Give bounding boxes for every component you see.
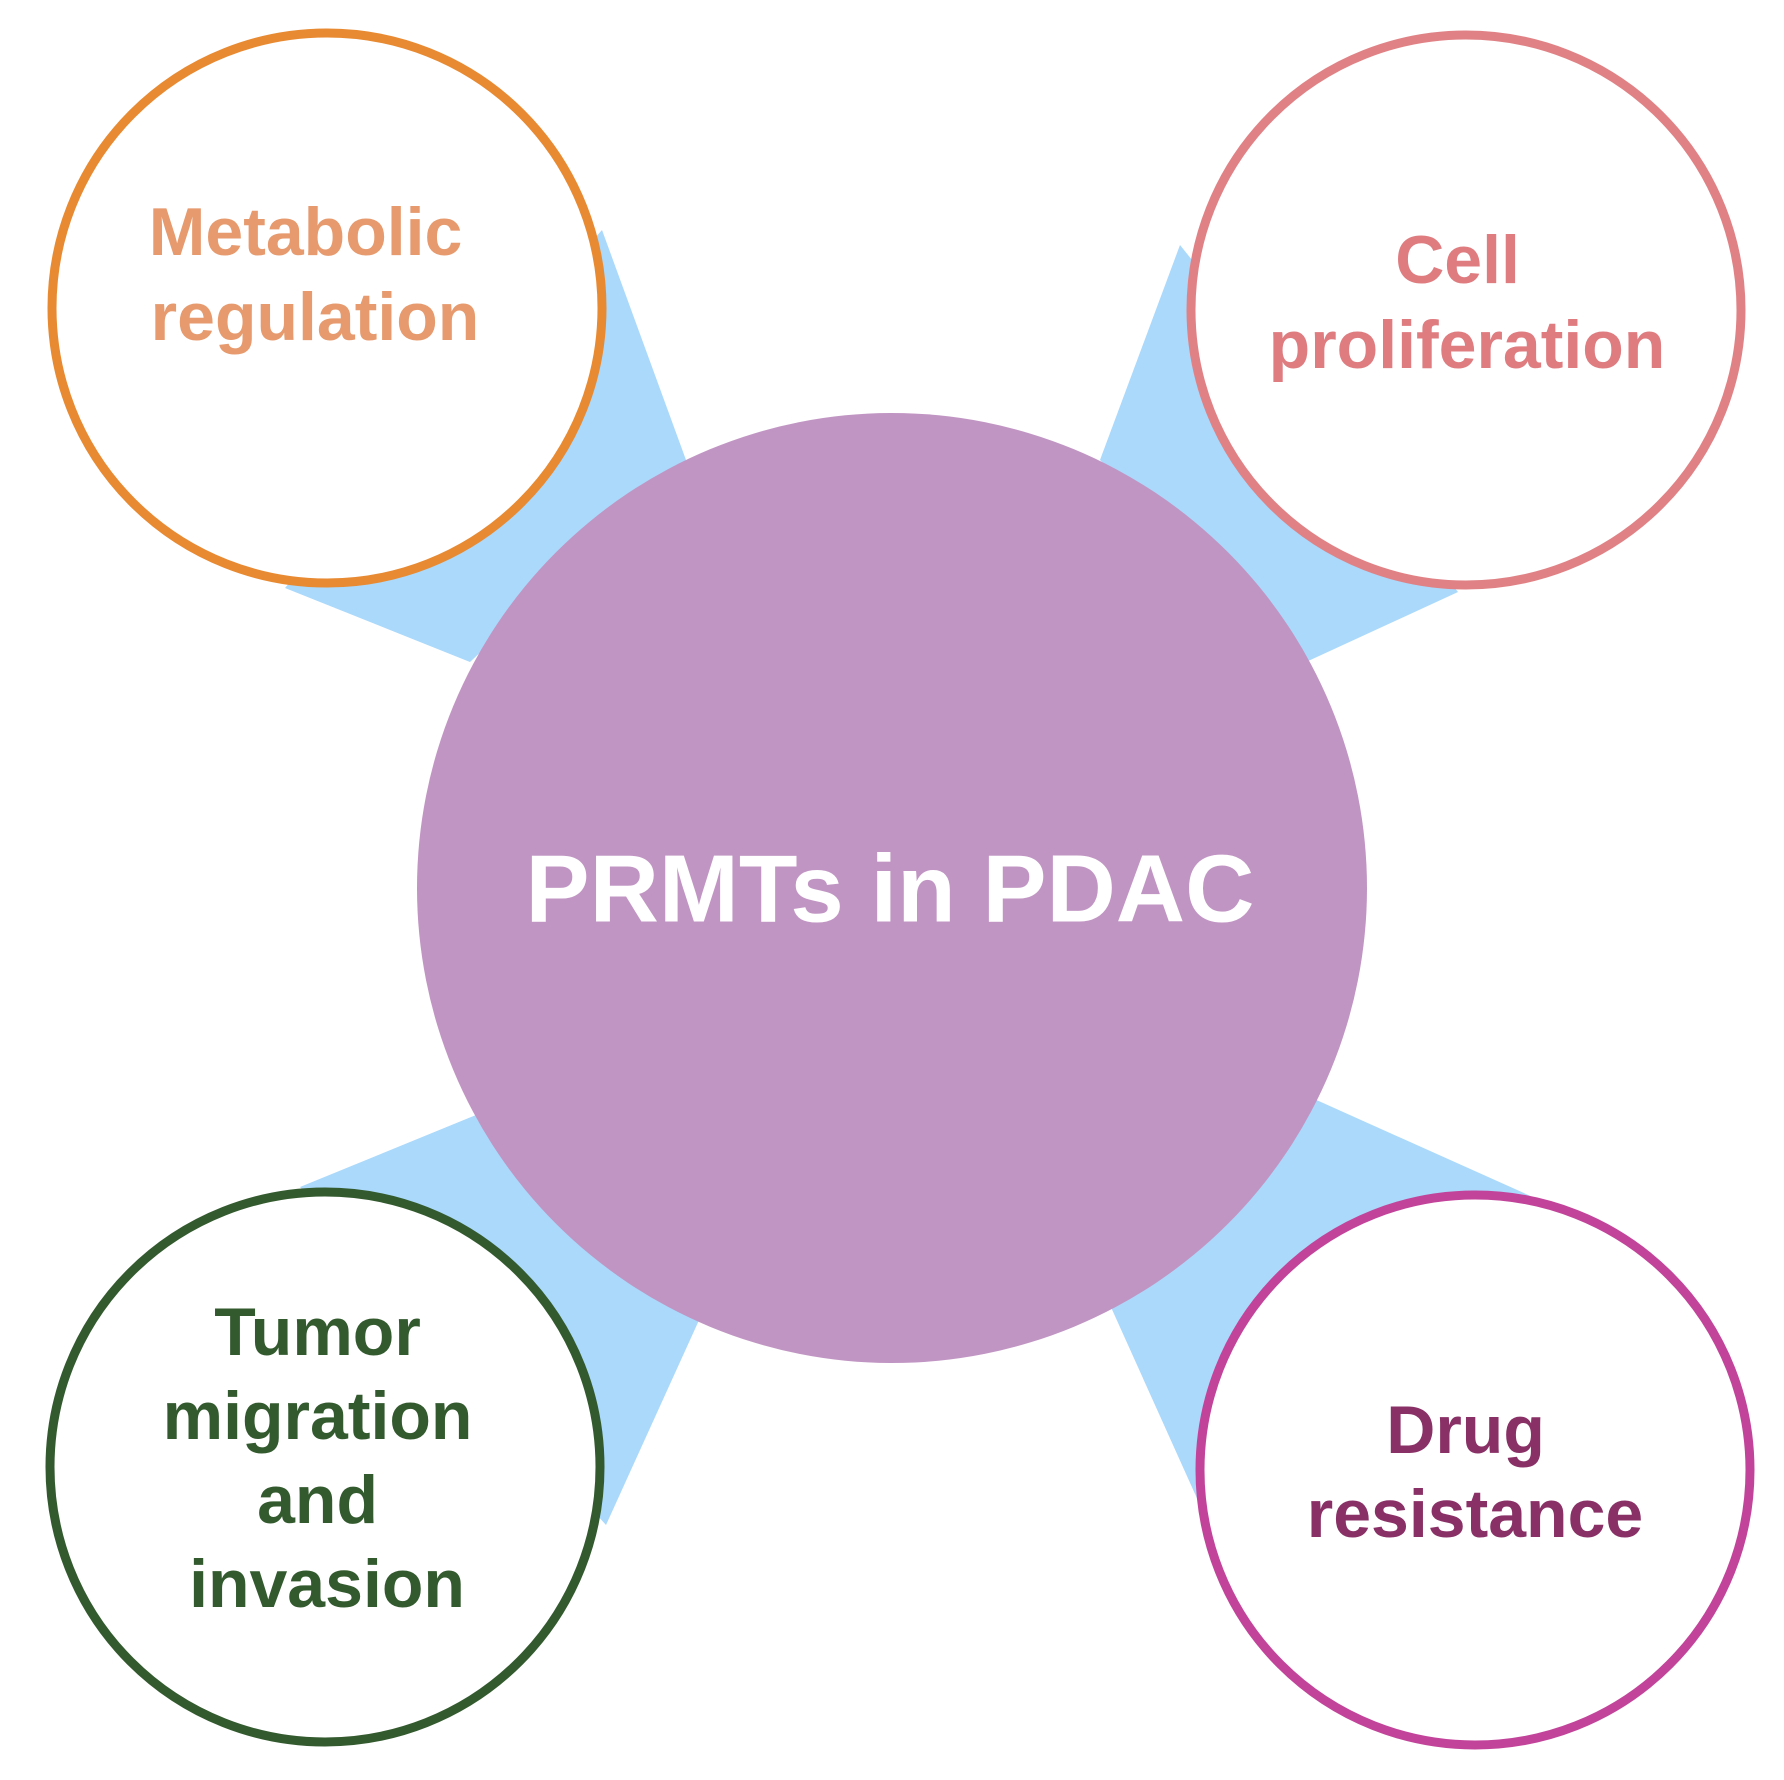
node-tumor-migration: Tumor migration and invasion: [45, 1187, 605, 1747]
node-line: proliferation: [1269, 307, 1666, 383]
node-label-tumor-migration: Tumor migration and invasion: [163, 1294, 492, 1622]
node-circle-tumor-migration: [45, 1187, 605, 1747]
node-metabolic-regulation: Metabolic regulation: [47, 28, 607, 588]
node-line: Cell: [1395, 222, 1520, 298]
node-line: resistance: [1307, 1476, 1643, 1552]
node-drug-resistance: Drug resistance: [1195, 1190, 1755, 1750]
node-line: Drug: [1386, 1392, 1545, 1468]
node-circle-metabolic-regulation: [47, 28, 607, 588]
node-label-cell-proliferation: Cell proliferation: [1269, 222, 1666, 383]
node-cell-proliferation: Cell proliferation: [1186, 30, 1746, 590]
center-circle: [417, 413, 1367, 1363]
node-line: Metabolic: [149, 194, 463, 270]
node-label-metabolic-regulation: Metabolic regulation: [149, 194, 482, 355]
node-line: invasion: [189, 1546, 465, 1622]
central-hub: PRMTs in PDAC: [417, 413, 1367, 1363]
node-line: regulation: [151, 279, 480, 355]
node-line: migration: [163, 1378, 473, 1454]
node-line: and: [257, 1462, 378, 1538]
node-label-drug-resistance: Drug resistance: [1307, 1392, 1643, 1552]
center-title: PRMTs in PDAC: [526, 835, 1255, 942]
node-circle-cell-proliferation: [1186, 30, 1746, 590]
node-circle-drug-resistance: [1195, 1190, 1755, 1750]
node-line: Tumor: [214, 1294, 421, 1370]
